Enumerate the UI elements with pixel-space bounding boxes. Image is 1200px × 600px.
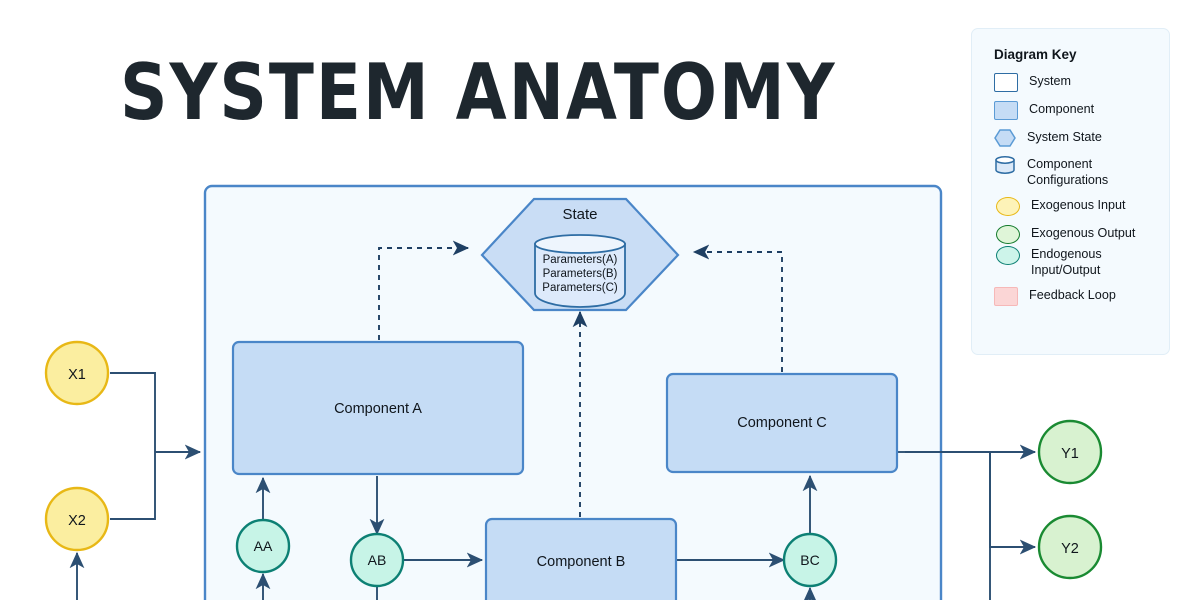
legend-label-endogenous: Endogenous Input/Output <box>1031 247 1102 277</box>
cylinder-swatch-icon <box>994 156 1016 174</box>
endogenous-node-bc[interactable] <box>782 532 838 588</box>
exogenous-output-y1-label: Y1 <box>1061 446 1079 462</box>
system-swatch-icon <box>994 73 1018 92</box>
legend-item-exogenous-output: Exogenous Output <box>994 225 1153 244</box>
legend-label-exogenous-output: Exogenous Output <box>1031 226 1136 240</box>
hexagon-swatch-icon <box>994 129 1016 147</box>
exogenous-output-y2-label: Y2 <box>1061 541 1079 557</box>
exogenous-input-x2-label: X2 <box>68 513 86 529</box>
legend-item-exogenous-input: Exogenous Input <box>994 197 1153 216</box>
edge-x2-to-system <box>110 452 156 520</box>
state-parameter-b: Parameters(B) <box>543 268 618 280</box>
state-label: State <box>562 206 597 223</box>
feedback-loop-swatch-icon <box>994 287 1018 306</box>
page-title: SYSTEM ANATOMY <box>120 46 837 138</box>
endogenous-node-aa[interactable] <box>235 518 291 574</box>
legend-label-component: Component <box>1029 102 1095 116</box>
component-b-label: Component B <box>537 554 626 570</box>
edge-output-to-y2 <box>989 452 1037 555</box>
exogenous-input-x1[interactable] <box>44 340 110 406</box>
legend-label-feedback-loop: Feedback Loop <box>1029 288 1116 302</box>
endogenous-swatch-icon <box>996 246 1020 265</box>
legend-label-system-state: System State <box>1027 130 1102 144</box>
endogenous-node-bc-label: BC <box>800 552 819 568</box>
legend-label-system: System <box>1029 74 1071 88</box>
legend-item-component-configurations: Component Configurations <box>994 156 1153 188</box>
exogenous-input-x1-label: X1 <box>68 367 86 383</box>
legend-label-component-configurations: Component Configurations <box>1027 157 1109 187</box>
exogenous-output-swatch-icon <box>996 225 1020 244</box>
component-configurations-cylinder <box>534 234 626 308</box>
edge-component-a-to-state <box>378 240 470 340</box>
diagram-key-heading: Diagram Key <box>994 47 1077 62</box>
component-c-label: Component C <box>737 415 826 431</box>
legend-item-component: Component <box>994 101 1153 120</box>
legend-item-system: System <box>994 73 1153 92</box>
edge-x1-to-system <box>110 372 156 452</box>
component-c-box[interactable] <box>665 372 899 474</box>
legend-item-endogenous: Endogenous Input/Output <box>994 246 1153 278</box>
component-swatch-icon <box>994 101 1018 120</box>
exogenous-input-swatch-icon <box>996 197 1020 216</box>
endogenous-node-ab-label: AB <box>368 552 387 568</box>
system-state-node[interactable] <box>480 197 680 312</box>
diagram-key-panel: Diagram Key System Component System Stat… <box>971 28 1170 355</box>
legend-label-exogenous-input: Exogenous Input <box>1031 198 1126 212</box>
system-boundary <box>203 184 943 600</box>
legend-item-feedback-loop: Feedback Loop <box>994 287 1153 306</box>
legend-item-system-state: System State <box>994 129 1153 147</box>
endogenous-node-aa-label: AA <box>254 538 273 554</box>
state-connector-layer <box>378 240 783 517</box>
edge-component-c-to-state <box>692 244 783 372</box>
state-parameter-a: Parameters(A) <box>543 254 618 266</box>
exogenous-output-y1[interactable] <box>1037 419 1103 485</box>
state-parameter-c: Parameters(C) <box>542 282 618 294</box>
exogenous-output-y2[interactable] <box>1037 514 1103 580</box>
endogenous-node-ab[interactable] <box>349 532 405 588</box>
component-a-box[interactable] <box>231 340 525 476</box>
exogenous-input-x2[interactable] <box>44 486 110 552</box>
connector-layer <box>69 372 1037 600</box>
component-a-label: Component A <box>334 401 422 417</box>
component-b-box[interactable] <box>484 517 678 600</box>
